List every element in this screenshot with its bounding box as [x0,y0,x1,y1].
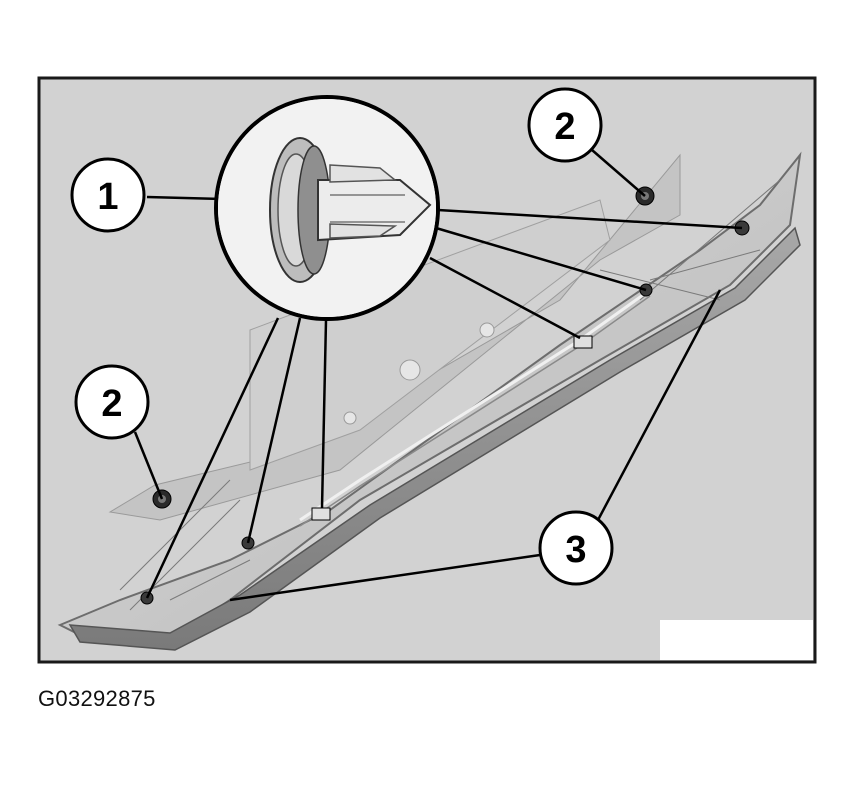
clip-detail-magnifier [214,95,440,321]
figure-id-label: G03292875 [38,686,156,711]
interior-background [108,153,681,521]
callout-2-left: 2 [74,364,150,440]
leader-lines [133,149,743,602]
callout-1-number: 1 [97,176,118,218]
callout-1: 1 [70,157,146,233]
corner-blank [660,620,813,660]
callout-3: 3 [538,510,614,586]
callout-2-top: 2 [527,87,603,163]
callout-3-number: 3 [565,529,586,571]
callout-2-left-number: 2 [101,383,122,425]
callout-2-top-number: 2 [554,106,575,148]
